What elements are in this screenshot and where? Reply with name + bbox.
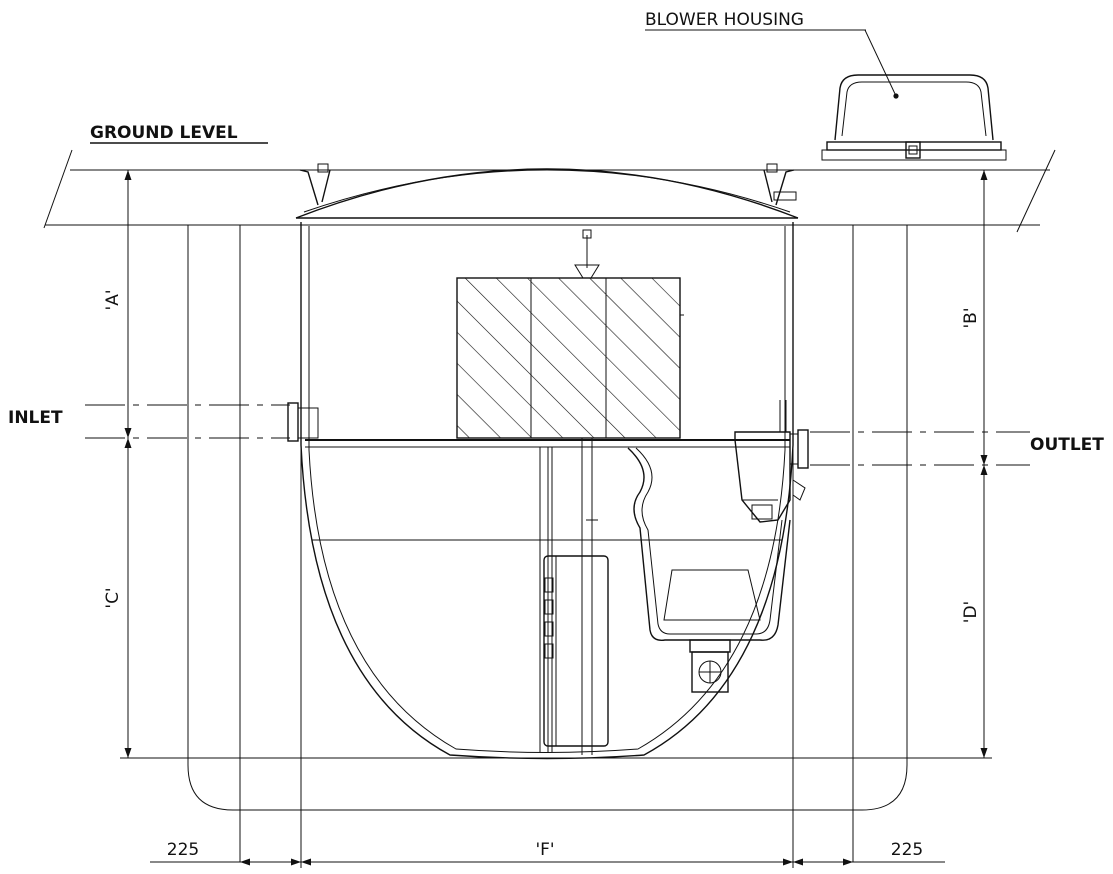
outlet-label: OUTLET (1030, 435, 1104, 455)
dim-b-label: 'B' (961, 307, 981, 328)
dim-d-label: 'D' (961, 601, 981, 623)
blower-housing (645, 29, 1007, 161)
dim-a-label: 'A' (103, 290, 123, 311)
baffle-wall (539, 447, 609, 752)
tank-shell (295, 163, 799, 760)
dim-right-225-label: 225 (891, 840, 923, 860)
air-lift-pipe (574, 229, 600, 755)
ground-level-label: GROUND LEVEL (90, 123, 238, 143)
outlet-pipe (789, 429, 1030, 469)
dim-f-label: 'F' (535, 840, 554, 860)
blower-housing-label: BLOWER HOUSING (645, 10, 804, 30)
dim-left-225-label: 225 (167, 840, 199, 860)
excavation-outline (187, 225, 908, 811)
dimension-lines (124, 170, 988, 868)
settlement-chamber (627, 447, 791, 693)
dim-c-label: 'C' (103, 587, 123, 608)
inlet-pipe (85, 402, 319, 442)
outlet-fitting (734, 400, 806, 523)
inlet-label: INLET (8, 408, 63, 428)
media-block (456, 277, 684, 439)
ground-level-lines (43, 149, 1056, 233)
